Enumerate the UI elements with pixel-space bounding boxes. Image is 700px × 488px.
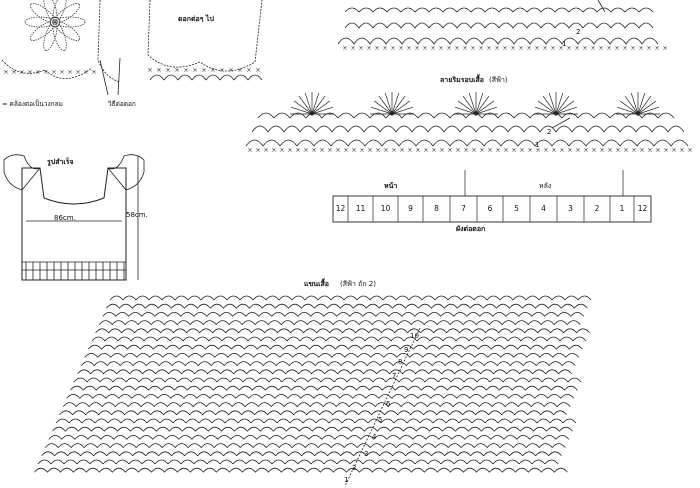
flower-motif-left-petal	[54, 3, 80, 24]
finished-title: รูปสำเร็จ	[47, 158, 74, 166]
sleeve-arch-row	[91, 336, 587, 342]
sleeve-row-label: 4	[372, 433, 377, 441]
sleeve-row-label: 1	[344, 476, 349, 484]
strip-cell: 3	[568, 204, 573, 213]
strip-back-label: หลัง	[539, 182, 552, 190]
border-top-arches-3	[337, 37, 659, 45]
sleeve-row-label: 2	[352, 464, 357, 472]
border-fan-3	[454, 92, 498, 115]
border-top-arches-2	[344, 22, 654, 29]
sleeve-row-label: 7	[392, 372, 397, 380]
sleeve-row-guide	[344, 327, 421, 487]
strip-cell: 9	[408, 204, 413, 213]
sleeve-arch-row	[109, 295, 592, 301]
strip-cell: 12	[335, 204, 346, 213]
strip-frame	[332, 195, 652, 223]
strip-cell: 8	[434, 204, 439, 213]
border-second-arches-1	[257, 112, 675, 119]
border-second-title: ลายริมรอบเสื้อ	[440, 76, 484, 84]
border-top-label-2: 2	[576, 28, 581, 36]
sleeve-arch-row	[55, 418, 577, 424]
motif-title: ดอกต่อๆ ไป	[178, 15, 214, 23]
sleeve-arch-row	[37, 459, 559, 465]
sleeve-arch-row	[73, 377, 582, 383]
sleeve-arch-row	[59, 410, 567, 416]
strip-cell: 6	[487, 204, 493, 213]
flower-motif-left-petal	[52, 21, 67, 51]
motif-legend-left: = คล้องต่อเป็นวงกลม	[2, 100, 63, 108]
motif-frame-right	[147, 0, 263, 72]
finished-height: 58cm.	[126, 211, 148, 219]
finished-sleeve-right	[107, 154, 145, 191]
sleeve-arch-row	[62, 402, 571, 407]
finished-sleeve-left	[3, 154, 41, 191]
flower-motif-left-center	[49, 16, 61, 28]
motif-ticks-right	[148, 68, 260, 72]
finished-body-outline	[21, 167, 127, 281]
sleeve-arch-row	[66, 394, 575, 399]
strip-cell: 5	[514, 204, 519, 213]
border-fan-1	[290, 92, 334, 115]
strip-cell: 10	[380, 204, 391, 213]
strip-cell: 11	[355, 204, 366, 213]
border-second-pointer	[551, 117, 571, 129]
motif-chain-left	[1, 0, 121, 83]
sleeve-arch-row	[88, 344, 583, 350]
sleeve-arch-row	[34, 467, 568, 473]
sleeve-arch-row	[52, 426, 573, 432]
motif-legend-right: วิธีต่อดอก	[108, 100, 136, 108]
sleeve-arch-row	[41, 451, 562, 457]
border-second-ticks	[248, 148, 692, 152]
strip-cell: 7	[461, 204, 466, 213]
flower-motif-left-petal	[43, 21, 58, 51]
strip-bottom-label: ผังต่อดอก	[456, 225, 486, 233]
border-second-arches-3	[245, 139, 689, 147]
border-top-arches-1	[344, 7, 654, 13]
sleeve-row-label: 9	[404, 346, 409, 354]
motif-ticks-left	[4, 70, 96, 74]
sleeve-row-label: 3	[364, 450, 369, 458]
finished-width: 86cm.	[54, 214, 76, 222]
sleeve-arch-row	[98, 320, 581, 325]
border-second-label-2: 2	[547, 128, 552, 136]
sleeve-arch-row	[44, 443, 566, 448]
sleeve-arch-row	[95, 328, 590, 334]
flower-motif-left-petal	[54, 16, 86, 28]
sleeve-row-label: 10	[410, 332, 419, 340]
sleeve-row-label: 5	[378, 416, 383, 424]
sleeve-arch-row	[70, 385, 578, 391]
sleeve-arch-row	[84, 353, 580, 358]
sleeve-arch-row	[48, 435, 570, 440]
border-top-pointer	[597, 0, 606, 13]
border-fan-2	[370, 92, 414, 115]
sleeve-color-note: (สีฟ้า ถัก 2)	[340, 280, 377, 288]
sleeve-row-label: 6	[386, 400, 391, 408]
border-fan-4	[534, 92, 578, 115]
strip-cell: 2	[594, 204, 600, 213]
strip-front-label: หน้า	[384, 182, 398, 190]
sleeve-arch-row	[102, 312, 585, 317]
flower-motif-left-petal	[24, 16, 56, 28]
sleeve-arch-row	[80, 361, 576, 366]
strip-cell: 1	[619, 204, 625, 213]
border-second-label-1: 1	[535, 141, 540, 149]
sleeve-arch-row	[106, 303, 588, 309]
sleeve-arch-row	[77, 369, 572, 375]
sleeve-row-label: 8	[398, 358, 403, 366]
border-top-ticks	[343, 46, 667, 50]
sleeve-title: แขนเสื้อ	[304, 280, 329, 288]
border-second-color-note: (สีฟ้า)	[489, 76, 508, 84]
border-top-label-1: 1	[562, 40, 567, 48]
border-second-arches-2	[251, 125, 685, 133]
strip-cell: 4	[541, 204, 546, 213]
motif-frame-arches	[149, 74, 263, 81]
border-fan-5	[616, 92, 660, 115]
strip-cell: 12	[637, 204, 648, 213]
finished-hem-lines	[22, 261, 126, 271]
motif-join-lines	[99, 57, 121, 96]
